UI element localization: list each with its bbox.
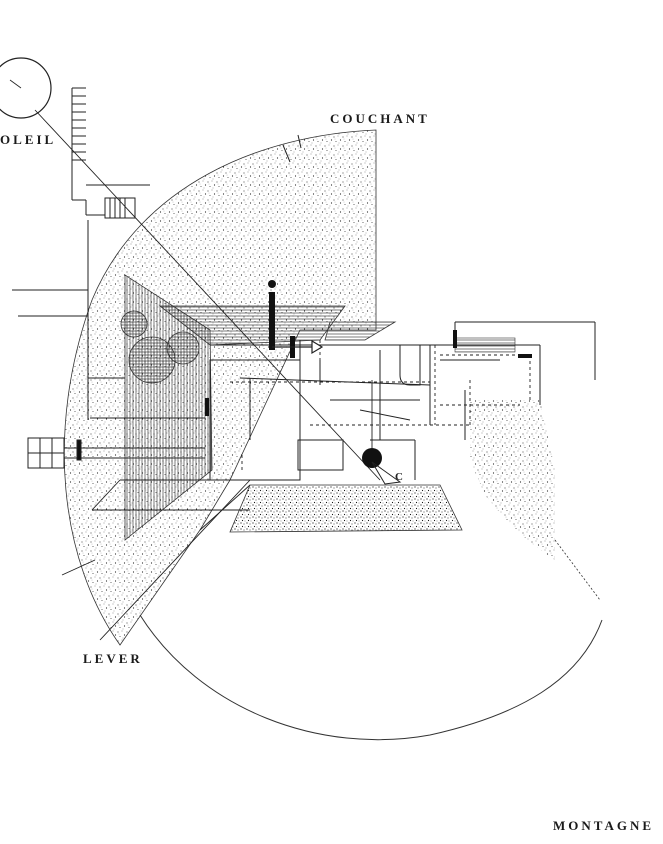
orientation-ticks [282,134,302,163]
west-entry [27,417,205,469]
couchant-label: COUCHANT [330,111,430,126]
arrow-east-icon [272,339,324,355]
tree-icon [120,310,148,338]
soleil-label: OLEIL [0,132,57,147]
tree-icon [166,331,200,365]
lower-diagonals [61,479,251,641]
point-c-marker [362,380,402,485]
stippled-site-disc [63,129,377,646]
sun-circle-icon [0,57,52,119]
right-site-arc [554,539,601,601]
lever-label: LEVER [83,651,143,666]
lower-site-arc [139,614,603,741]
point-c-label: C [395,471,403,483]
stippled-east-area [470,400,555,560]
stippled-terrace [229,484,463,533]
montagne-label: MONTAGNE [553,818,655,833]
sun-path-line [34,109,381,481]
hatched-roof-wedge [324,321,397,341]
